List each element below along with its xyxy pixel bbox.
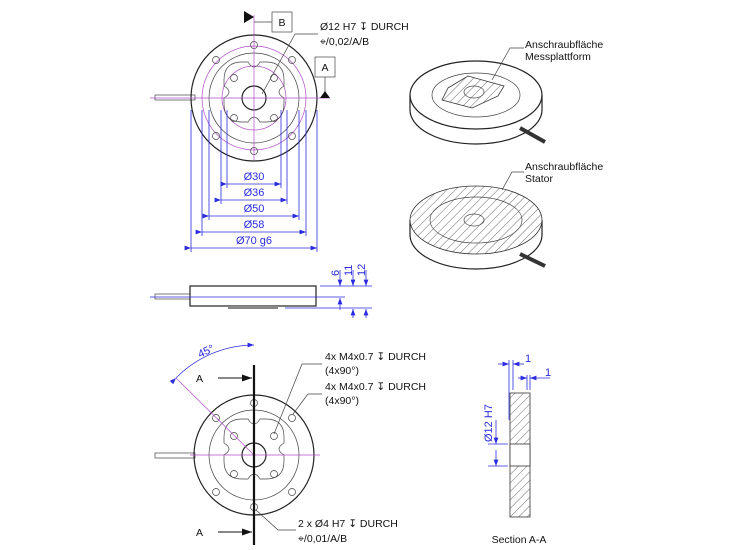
datum-b: B [278, 17, 285, 29]
dim-58: Ø58 [244, 219, 265, 231]
dim-12: 12 [356, 264, 368, 276]
bore-tolerance: ⌖/0,02/A/B [320, 36, 369, 48]
dim-70: Ø70 g6 [236, 235, 272, 247]
section-dim-left: 1 [525, 353, 531, 365]
side-view: 6 11 12 [150, 264, 372, 318]
section-marker-a-top: A [196, 373, 203, 385]
bore-callout: Ø12 H7 ↧ DURCH [320, 21, 409, 33]
section-marker-a-bottom: A [196, 527, 203, 539]
dim-36: Ø36 [244, 187, 265, 199]
dim-30: Ø30 [244, 171, 265, 183]
section-dim-right: 1 [545, 367, 551, 379]
dim-11: 11 [343, 265, 355, 276]
iso-bottom-label-2: Stator [525, 173, 554, 185]
datum-b-box [271, 11, 293, 33]
pin-tolerance: ⌖/0,01/A/B [298, 533, 347, 545]
section-view: 1 1 Ø12 H7 Section A-A [483, 353, 551, 546]
dim-50: Ø50 [244, 203, 265, 215]
thread-callout-1-angle: (4x90°) [325, 365, 359, 377]
thread-callout-2-angle: (4x90°) [325, 395, 359, 407]
dim-6: 6 [330, 270, 342, 276]
thread-callout-1: 4x M4x0.7 ↧ DURCH [325, 351, 426, 363]
iso-top-label-1: Anschraubfläche [525, 39, 603, 51]
bottom-view: 45° A A 4x M4x0.7 ↧ DURCH (4x90°) 4x M4x… [154, 342, 426, 545]
thread-callout-2: 4x M4x0.7 ↧ DURCH [325, 381, 426, 393]
iso-bottom-label-1: Anschraubfläche [525, 161, 603, 173]
section-bore-dim: Ø12 H7 [483, 404, 495, 442]
section-title: Section A-A [492, 534, 547, 546]
pin-callout: 2 x Ø4 H7 ↧ DURCH [298, 518, 398, 530]
datum-a: A [321, 62, 328, 74]
angle-45: 45° [196, 343, 216, 361]
top-view: B A Ø12 H7 ↧ DURCH ⌖/0,02/A/B Ø30 Ø36 Ø5… [150, 11, 409, 252]
iso-view-messplattform: Anschraubfläche Messplattform [409, 39, 603, 145]
iso-top-label-2: Messplattform [525, 51, 591, 63]
iso-view-stator: Anschraubfläche Stator [409, 161, 603, 270]
